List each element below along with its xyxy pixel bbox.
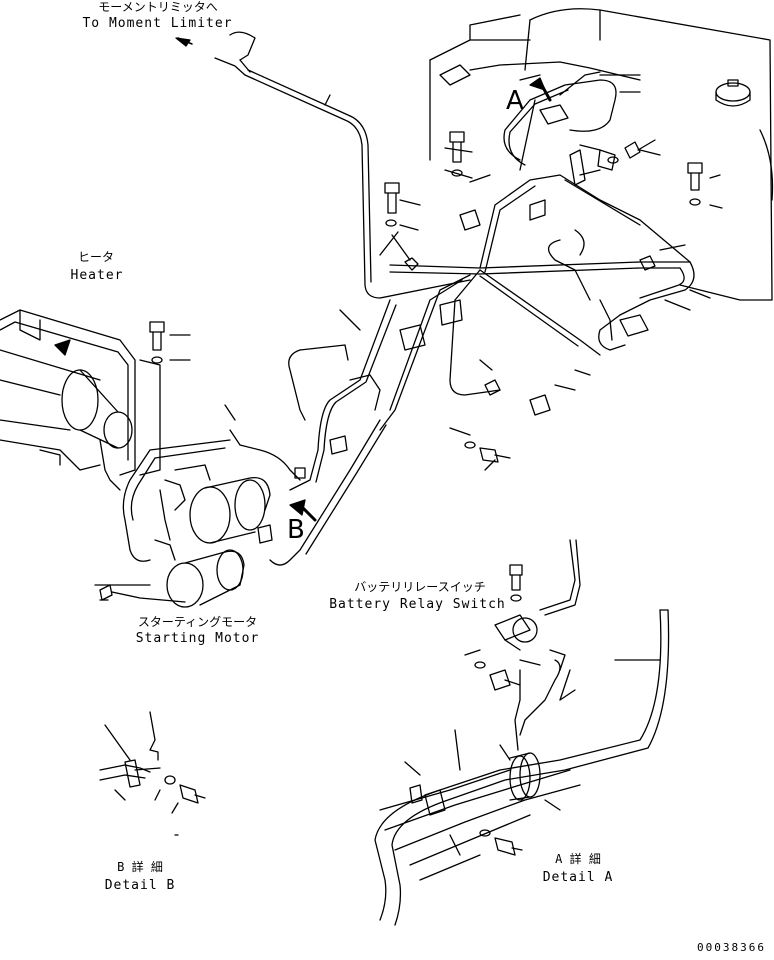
battery-relay-label-en: Battery Relay Switch bbox=[329, 597, 506, 612]
moment-limiter-cable bbox=[175, 31, 471, 299]
leader-lines bbox=[169, 74, 723, 471]
detail-b-label-en: Detail B bbox=[104, 878, 176, 893]
heater-label-ja: ヒータ bbox=[77, 250, 114, 264]
fuel-tank bbox=[429, 8, 774, 301]
battery-relay-label-ja: バッテリリレースイッチ bbox=[354, 580, 486, 594]
view-arrow-b bbox=[289, 499, 317, 522]
document-number: 00038366 bbox=[697, 941, 766, 954]
starting-motor-label-ja: スターティングモータ bbox=[137, 615, 258, 629]
fasteners bbox=[149, 131, 703, 544]
detail-b-label-ja: B 詳 細 bbox=[117, 860, 163, 874]
detail-a-label-ja: A 詳 細 bbox=[555, 852, 601, 866]
starting-motor bbox=[94, 464, 271, 608]
main-harness bbox=[99, 61, 695, 566]
heater-assembly bbox=[0, 309, 161, 476]
moment-limiter-label-en: To Moment Limiter bbox=[82, 16, 233, 31]
moment-limiter-label-ja: モーメントリミッタへ bbox=[98, 0, 218, 14]
heater-label-en: Heater bbox=[70, 268, 124, 283]
starting-motor-label-en: Starting Motor bbox=[135, 631, 260, 646]
detail-b bbox=[99, 711, 206, 836]
detail-a-label-en: Detail A bbox=[542, 870, 614, 885]
detail-a bbox=[374, 539, 670, 926]
view-b-marker: B bbox=[287, 515, 305, 545]
view-a-marker: A bbox=[506, 86, 524, 116]
view-arrow-a bbox=[529, 77, 552, 102]
